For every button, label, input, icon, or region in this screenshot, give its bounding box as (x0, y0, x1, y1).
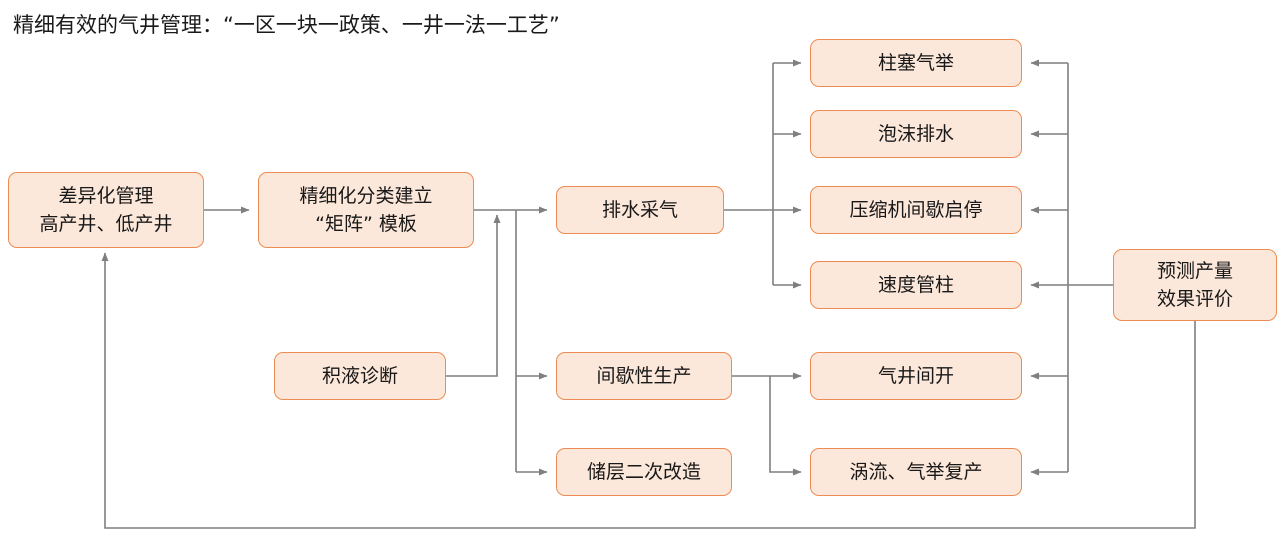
node-label: 预测产量 效果评价 (1156, 260, 1233, 310)
node-label: 泡沫排水 (877, 123, 954, 145)
node-liquid-loading-diagnosis[interactable]: 积液诊断 (274, 352, 446, 400)
node-label: 涡流、气举复产 (849, 461, 983, 483)
node-plunger-gas-lift[interactable]: 柱塞气举 (810, 39, 1022, 87)
wire-intermittent-down-branch (769, 376, 802, 476)
node-compressor-intermittent-startstop[interactable]: 压缩机间歇启停 (810, 186, 1022, 234)
node-label: 储层二次改造 (586, 461, 701, 483)
node-label: 积液诊断 (321, 365, 398, 387)
node-forecast-evaluation[interactable]: 预测产量 效果评价 (1113, 249, 1277, 321)
node-label: 差异化管理 高产井、低产井 (39, 185, 173, 235)
node-label: 柱塞气举 (877, 52, 954, 74)
node-intermittent-production[interactable]: 间歇性生产 (556, 352, 732, 400)
node-refined-classification[interactable]: 精细化分类建立 “矩阵” 模板 (258, 172, 474, 248)
node-reservoir-restimulation[interactable]: 储层二次改造 (556, 448, 732, 496)
node-label: 排水采气 (601, 199, 678, 221)
node-label: 精细化分类建立 “矩阵” 模板 (299, 185, 433, 235)
node-vortex-gaslift-restoration[interactable]: 涡流、气举复产 (810, 448, 1022, 496)
node-foam-dewatering[interactable]: 泡沫排水 (810, 110, 1022, 158)
node-velocity-string[interactable]: 速度管柱 (810, 261, 1022, 309)
node-differentiated-management[interactable]: 差异化管理 高产井、低产井 (8, 172, 204, 248)
node-label: 速度管柱 (877, 274, 954, 296)
node-label: 气井间开 (877, 365, 954, 387)
node-well-intermittent-opening[interactable]: 气井间开 (810, 352, 1022, 400)
node-label: 间歇性生产 (596, 365, 692, 387)
node-label: 压缩机间歇启停 (849, 199, 983, 221)
node-dewatering-gas-recovery[interactable]: 排水采气 (556, 186, 724, 234)
page-title: 精细有效的气井管理：“一区一块一政策、一井一法一工艺” (13, 13, 560, 37)
